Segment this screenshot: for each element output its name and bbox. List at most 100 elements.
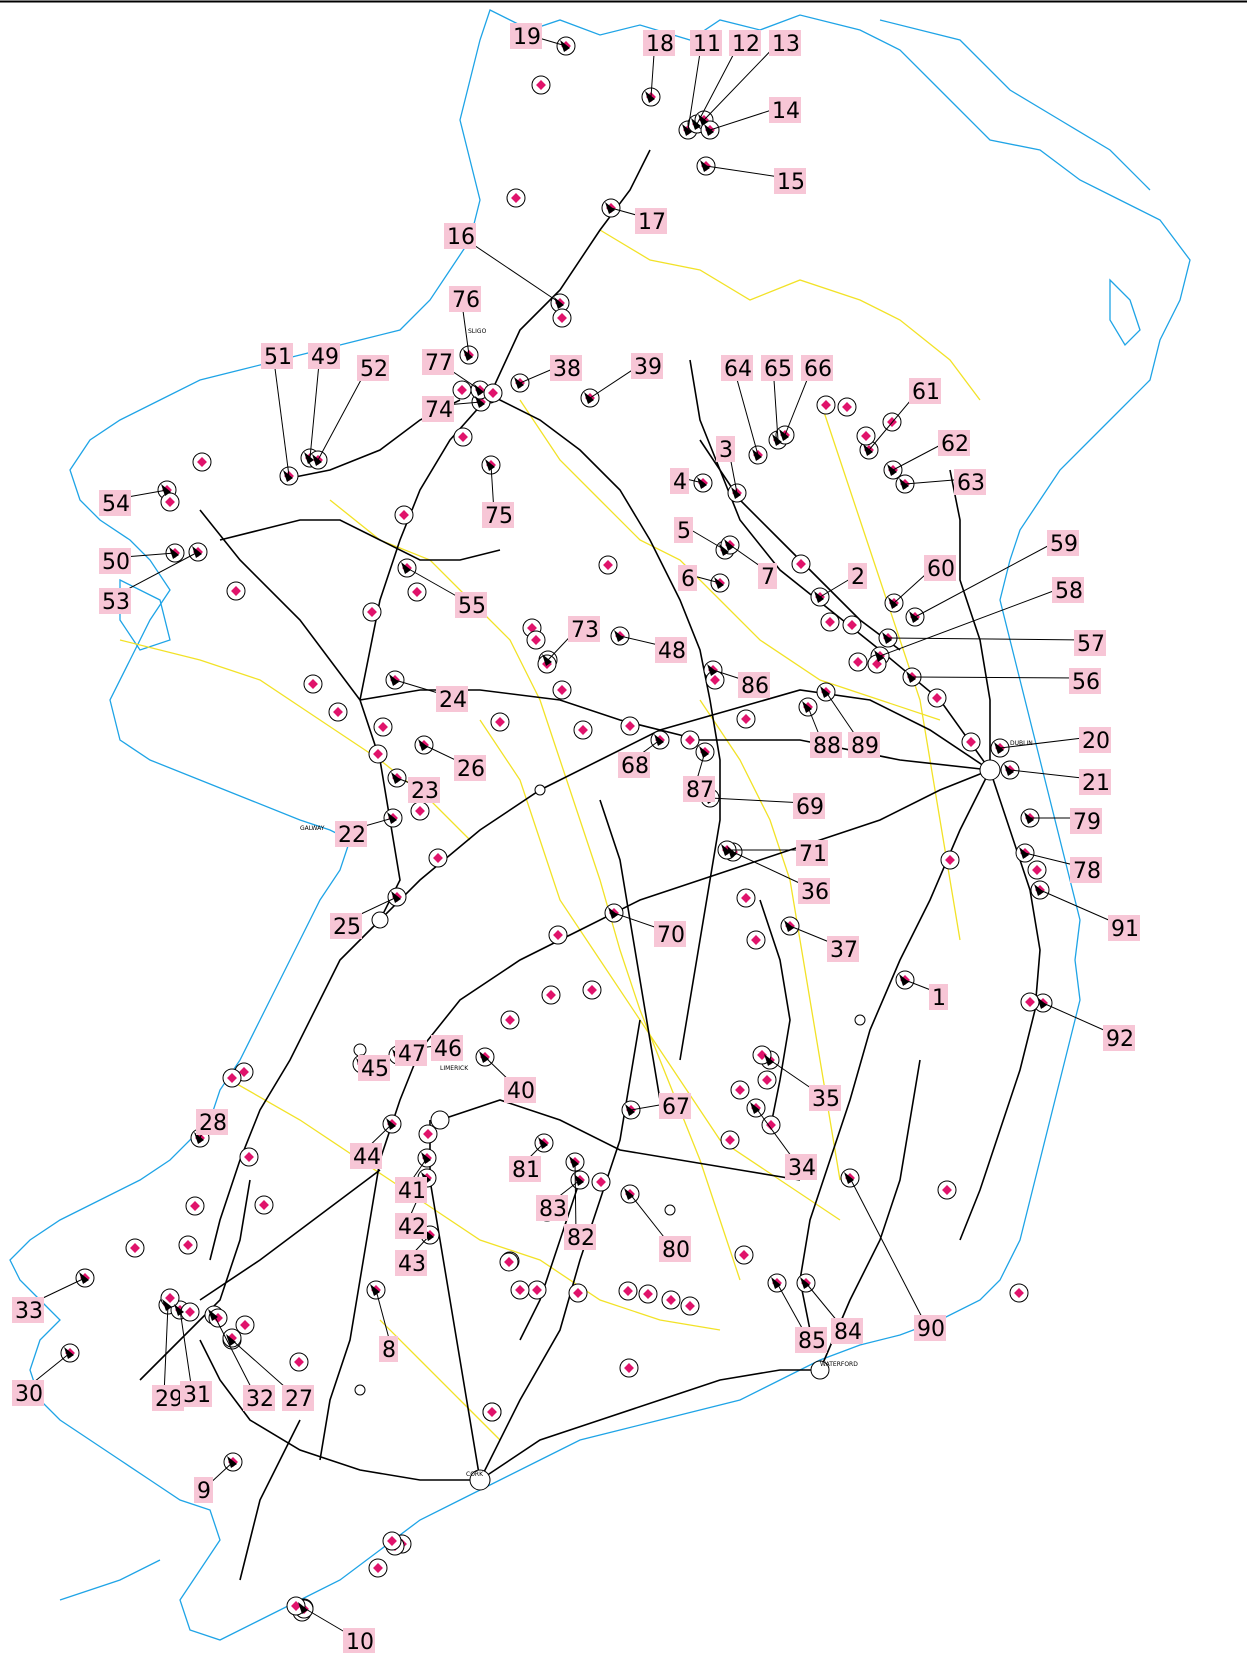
arrow-head [463,349,473,361]
site-label-40: 40 [504,1077,536,1104]
site-marker [736,709,756,729]
arrow-head [475,396,485,408]
svg-text:57: 57 [1077,632,1105,657]
site-marker [591,1172,611,1192]
site-label-73: 73 [568,616,600,643]
leader-line [914,539,1060,618]
site-marker [222,1068,242,1088]
site-label-63: 63 [954,469,986,496]
site-marker [820,612,840,632]
site-marker [526,630,546,650]
svg-text:13: 13 [772,32,800,57]
site-marker [856,426,876,446]
site-marker [239,1147,259,1167]
svg-text:67: 67 [662,1095,690,1120]
arrow-head [542,654,552,666]
svg-text:91: 91 [1111,917,1139,942]
site-label-74: 74 [422,396,454,423]
site-marker [940,850,960,870]
svg-text:76: 76 [452,288,480,313]
svg-text:78: 78 [1073,859,1101,884]
svg-text:62: 62 [941,432,969,457]
svg-text:49: 49 [311,345,339,370]
site-label-87: 87 [683,776,715,803]
arrow-head [370,1284,380,1296]
svg-text:43: 43 [398,1252,426,1277]
site-label-77: 77 [422,349,454,376]
site-label-86: 86 [738,672,770,699]
site-marker [761,1115,781,1135]
arrow-head [874,650,884,662]
arrow-head [724,539,734,551]
arrow-head [1034,884,1044,896]
town-label: CORK [466,1471,484,1478]
site-label-39: 39 [631,353,663,380]
site-label-30: 30 [12,1380,44,1407]
site-label-15: 15 [774,168,806,195]
coastline [9,9,1191,1641]
arrow-head [169,547,179,559]
arrow-head [645,91,655,103]
site-marker [362,602,382,622]
leader-line [309,352,321,459]
site-label-75: 75 [482,502,514,529]
site-marker [490,712,510,732]
site-marker [192,452,212,472]
svg-text:81: 81 [512,1158,540,1183]
site-marker [619,1358,639,1378]
arrow-head [192,546,202,558]
site-marker [552,308,572,328]
arrow-head [479,1051,489,1063]
arrow-head [1004,764,1014,776]
arrow-head [802,701,812,713]
site-marker [500,1010,520,1030]
arrow-head [727,846,737,858]
site-label-24: 24 [436,686,468,713]
site-marker [506,188,526,208]
site-label-90: 90 [914,1315,946,1342]
arrow-head [1024,812,1034,824]
arrow-head [418,739,428,751]
arrow-head [298,1602,308,1614]
site-marker [160,492,180,512]
svg-text:1: 1 [932,986,946,1011]
site-label-81: 81 [509,1156,541,1183]
svg-text:46: 46 [434,1037,462,1062]
site-marker [178,1235,198,1255]
arrow-head [882,632,892,644]
arrow-head [208,1309,218,1321]
site-label-13: 13 [769,30,801,57]
site-marker [527,1280,547,1300]
svg-text:9: 9 [197,1479,211,1504]
svg-text:20: 20 [1082,729,1110,754]
site-label-11: 11 [690,30,722,57]
arrow-head [771,1277,781,1289]
svg-text:48: 48 [658,639,686,664]
site-label-55: 55 [455,592,487,619]
arrow-head [79,1272,89,1284]
site-label-26: 26 [454,755,486,782]
svg-text:16: 16 [447,225,475,250]
site-marker [1009,1283,1029,1303]
site-label-18: 18 [643,30,675,57]
svg-text:39: 39 [634,355,662,380]
site-label-36: 36 [798,878,830,905]
site-marker [125,1238,145,1258]
site-label-14: 14 [769,97,801,124]
site-label-70: 70 [654,921,686,948]
site-label-5: 5 [674,517,693,544]
site-label-29: 29 [152,1385,184,1412]
svg-text:90: 90 [917,1317,945,1342]
site-marker [1027,860,1047,880]
svg-text:73: 73 [571,618,599,643]
site-label-48: 48 [655,637,687,664]
svg-text:12: 12 [732,32,760,57]
leader-line [705,165,787,179]
svg-text:64: 64 [724,357,752,382]
svg-text:70: 70 [657,923,685,948]
site-label-88: 88 [810,732,842,759]
svg-text:92: 92 [1106,1027,1134,1052]
site-marker [222,1328,242,1348]
site-label-33: 33 [12,1297,44,1324]
